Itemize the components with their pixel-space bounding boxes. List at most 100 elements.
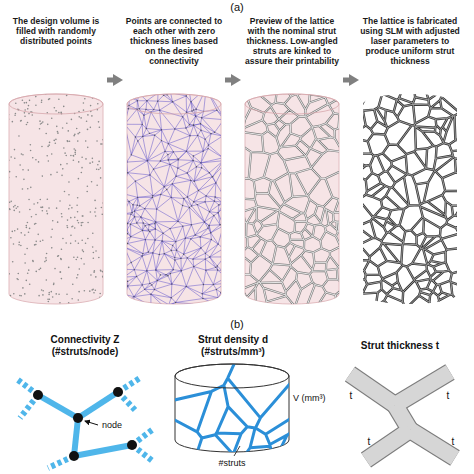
random-point: [168, 159, 169, 160]
random-point: [78, 178, 80, 180]
random-point: [169, 164, 170, 165]
random-point: [225, 162, 226, 163]
random-point: [193, 109, 194, 110]
random-point: [222, 115, 223, 116]
random-point: [211, 176, 212, 177]
random-point: [41, 100, 43, 102]
random-point: [175, 302, 176, 303]
random-point: [33, 203, 35, 205]
random-point: [135, 136, 136, 137]
strut-body: [410, 430, 455, 458]
random-point: [49, 298, 51, 300]
random-point: [41, 123, 43, 125]
random-point: [129, 96, 130, 97]
random-point: [98, 169, 100, 171]
random-point: [165, 274, 166, 275]
random-point: [18, 135, 20, 137]
random-point: [152, 195, 153, 196]
random-point: [76, 277, 78, 279]
random-point: [37, 234, 39, 236]
fabricated-lattice: [357, 88, 463, 310]
random-point: [60, 259, 62, 261]
random-point: [57, 131, 59, 133]
random-point: [42, 121, 44, 123]
random-point: [91, 181, 93, 183]
random-point: [70, 155, 72, 157]
random-point: [29, 100, 31, 102]
process-step: Points are connected to each other with …: [124, 16, 224, 304]
random-point: [61, 175, 63, 177]
random-point: [108, 186, 110, 188]
random-point: [79, 268, 81, 270]
annotation: node: [100, 420, 124, 431]
random-point: [120, 109, 121, 110]
random-point: [104, 258, 106, 260]
random-point: [5, 160, 7, 162]
random-point: [223, 160, 224, 161]
node-dot: [33, 390, 43, 400]
random-point: [133, 307, 134, 308]
cylinder-top: [245, 94, 339, 114]
random-point: [9, 209, 11, 211]
random-point: [92, 246, 94, 248]
random-point: [60, 258, 62, 260]
random-point: [31, 216, 33, 218]
random-point: [216, 289, 217, 290]
random-point: [35, 104, 37, 106]
random-point: [101, 207, 103, 209]
random-point: [24, 293, 26, 295]
random-point: [128, 108, 129, 109]
random-point: [63, 106, 65, 108]
random-point: [187, 196, 188, 197]
annotation: t: [442, 390, 454, 402]
random-point: [48, 99, 50, 101]
process-arrow: [107, 78, 113, 83]
random-point: [142, 253, 143, 254]
random-point: [203, 150, 204, 151]
random-point: [209, 172, 210, 173]
random-point: [62, 238, 64, 240]
random-point: [57, 132, 59, 134]
random-point: [66, 293, 68, 295]
random-point: [66, 163, 68, 165]
random-point: [143, 115, 144, 116]
random-point: [130, 213, 131, 214]
random-point: [77, 140, 79, 142]
random-point: [149, 231, 150, 232]
random-point: [35, 241, 37, 243]
random-point: [42, 294, 44, 296]
random-point: [38, 161, 40, 163]
random-point: [195, 109, 196, 110]
random-point: [67, 130, 69, 132]
annotation: t: [363, 436, 375, 448]
random-point: [3, 260, 5, 262]
random-point: [74, 134, 76, 136]
random-point: [19, 308, 21, 310]
random-point: [121, 193, 122, 194]
random-point: [209, 256, 210, 257]
random-point: [59, 302, 61, 304]
random-point: [70, 235, 72, 237]
random-point: [136, 276, 137, 277]
random-point: [15, 207, 17, 209]
random-point: [223, 119, 224, 120]
random-point: [75, 150, 77, 152]
random-point: [15, 102, 17, 104]
random-point: [108, 251, 110, 253]
panel-label: (a): [217, 1, 257, 14]
random-point: [130, 89, 131, 90]
random-point: [29, 283, 31, 285]
random-point: [200, 129, 201, 130]
random-point: [92, 158, 94, 160]
random-point: [51, 153, 53, 155]
random-point: [193, 155, 194, 156]
random-point: [157, 280, 158, 281]
random-point: [216, 110, 217, 111]
random-point: [68, 194, 70, 196]
random-point: [171, 283, 172, 284]
random-point: [168, 304, 169, 305]
random-point: [34, 91, 36, 93]
random-point: [91, 289, 93, 291]
random-point: [93, 252, 95, 254]
random-point: [174, 259, 175, 260]
